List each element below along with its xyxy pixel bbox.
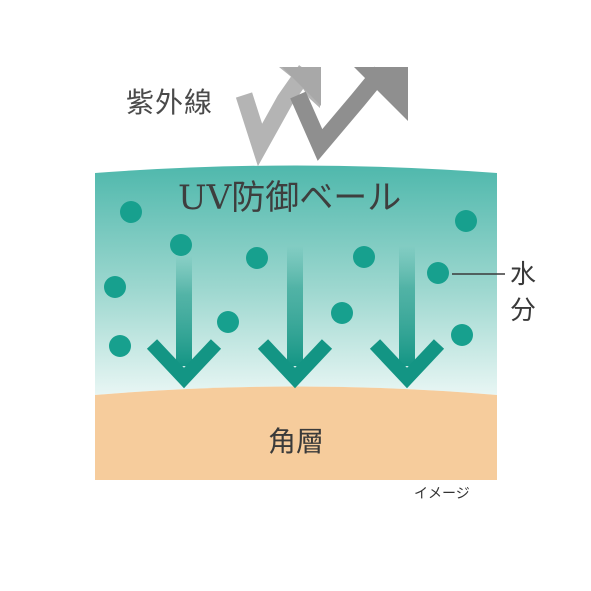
water-droplet-icon xyxy=(120,201,142,223)
arrow-head xyxy=(369,339,445,389)
arrow-shaft xyxy=(176,256,192,366)
stratum-corneum-layer xyxy=(95,386,497,480)
uv-zigzag-arrows xyxy=(235,65,408,167)
zigzag-arrow-head xyxy=(282,67,321,106)
water-droplet-icon xyxy=(331,302,353,324)
arrow-down-icon xyxy=(146,256,222,389)
water-droplet-icon xyxy=(451,324,473,346)
water-droplet-icon xyxy=(427,262,449,284)
water-droplet-icon xyxy=(353,246,375,268)
uv-label: 紫外線 xyxy=(126,86,214,119)
water-droplet-icon xyxy=(104,276,126,298)
water-droplets xyxy=(104,201,477,357)
arrow-down-icon xyxy=(369,246,445,389)
water-droplet-icon xyxy=(109,335,131,357)
water-droplet-icon xyxy=(170,234,192,256)
water-droplet-icon xyxy=(455,210,477,232)
image-note: イメージ xyxy=(414,486,470,502)
water-label-line2: 分 xyxy=(510,296,537,326)
uv-veil-label: UV防御ベール xyxy=(178,178,402,218)
arrow-down-icon xyxy=(257,246,333,389)
down-arrows xyxy=(146,246,445,389)
zigzag-arrow-icon xyxy=(235,65,313,167)
stratum-corneum-label: 角層 xyxy=(268,425,325,458)
arrow-head xyxy=(146,339,222,389)
water-droplet-icon xyxy=(217,311,239,333)
water-droplet-icon xyxy=(246,247,268,269)
zigzag-arrow-head xyxy=(354,67,408,121)
water-label-line1: 水 xyxy=(510,260,537,290)
arrow-shaft xyxy=(399,246,415,366)
arrow-head xyxy=(257,339,333,389)
arrow-shaft xyxy=(287,246,303,366)
zigzag-arrow-icon xyxy=(290,66,388,161)
